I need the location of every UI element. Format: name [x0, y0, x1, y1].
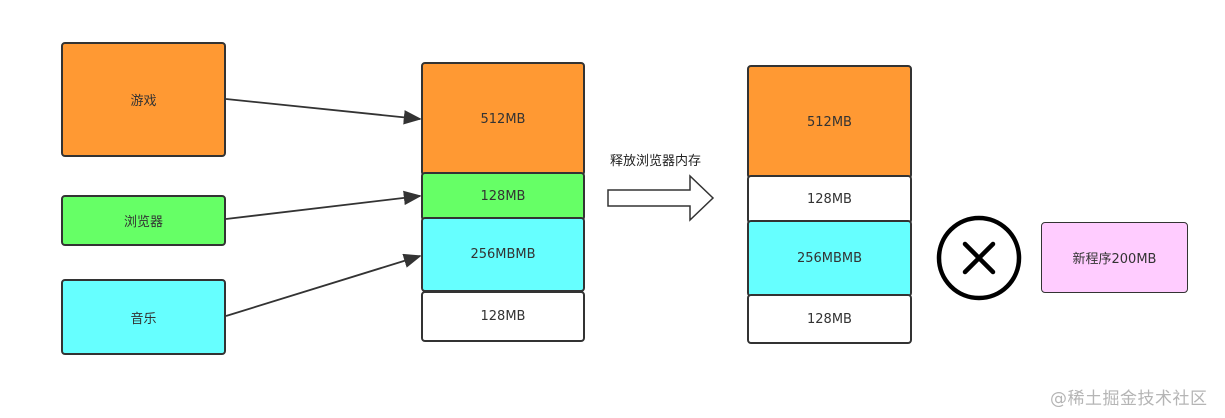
memory-after-free-block-2: 128MB	[747, 294, 912, 344]
new-program-label: 新程序200MB	[1072, 252, 1157, 267]
memory-after-music-block: 256MBMB	[747, 220, 912, 297]
app-game-box: 游戏	[61, 42, 226, 157]
app-browser-label: 浏览器	[123, 215, 163, 230]
arrow-game-to-memory	[225, 98, 422, 125]
new-program-box: 新程序200MB	[1041, 222, 1188, 293]
arrow-browser-to-memory	[225, 190, 422, 220]
app-browser-box: 浏览器	[61, 195, 226, 246]
memory-before-music-label: 256MBMB	[470, 247, 536, 262]
cross-circle-icon	[936, 215, 1022, 301]
memory-before-free-block: 128MB	[421, 291, 585, 342]
memory-before-browser-block: 128MB	[421, 172, 585, 221]
watermark: @稀土掘金技术社区	[1050, 389, 1208, 409]
memory-before-free-label: 128MB	[480, 309, 526, 324]
memory-after-free-label-2: 128MB	[807, 311, 852, 327]
release-arrow-icon	[607, 174, 715, 222]
memory-before-game-block: 512MB	[421, 62, 585, 176]
app-game-label: 游戏	[130, 94, 157, 109]
memory-after-game-label: 512MB	[807, 114, 852, 130]
memory-after-free-label-1: 128MB	[807, 192, 852, 207]
app-music-box: 音乐	[61, 279, 226, 355]
release-browser-memory-label: 释放浏览器内存	[610, 154, 702, 169]
memory-after-game-block: 512MB	[747, 65, 912, 179]
memory-after-music-label: 256MBMB	[796, 251, 863, 266]
memory-before-music-block: 256MBMB	[421, 217, 585, 292]
memory-after-free-block-1: 128MB	[747, 175, 912, 224]
memory-before-game-label: 512MB	[480, 111, 526, 127]
memory-before-browser-label: 128MB	[480, 189, 526, 204]
app-music-label: 音乐	[130, 311, 157, 327]
arrow-music-to-memory	[225, 253, 422, 317]
